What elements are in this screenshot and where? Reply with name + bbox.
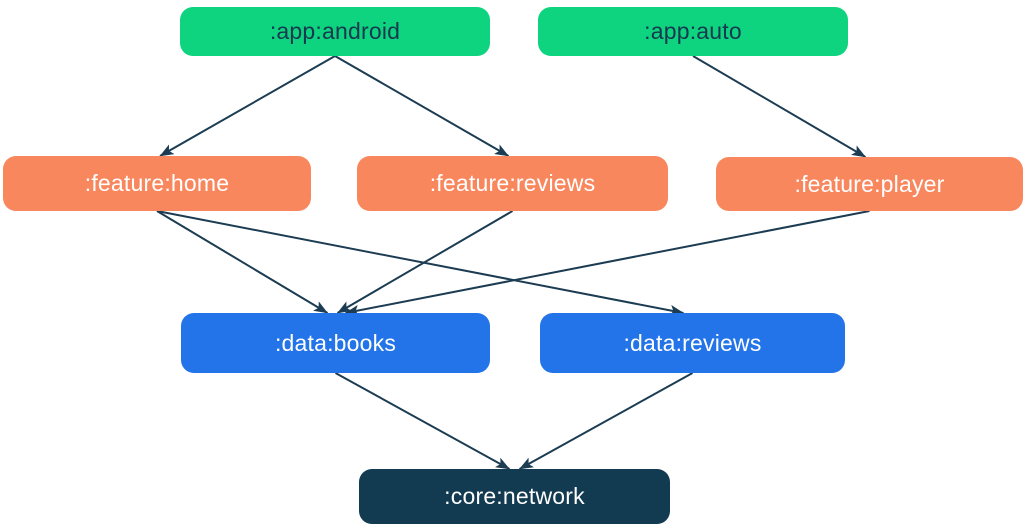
node-label: :data:reviews (623, 329, 762, 356)
node-data-books: :data:books (181, 313, 490, 373)
node-feature-player: :feature:player (716, 157, 1023, 211)
node-label: :core:network (444, 483, 585, 509)
dependency-edge-app-android-to-feature-reviews (334, 55, 509, 157)
node-feature-reviews: :feature:reviews (357, 156, 668, 211)
node-label: :feature:reviews (429, 170, 596, 196)
dependency-edge-feature-reviews-to-data-books (336, 210, 514, 314)
node-app-android: :app:android (180, 7, 490, 56)
dependency-edge-app-android-to-feature-home (159, 55, 336, 157)
dependency-edge-data-reviews-to-core-network (519, 372, 693, 470)
dependency-edge-feature-home-to-data-reviews (156, 210, 684, 316)
dependency-edge-feature-player-to-data-books (345, 210, 870, 316)
node-label: :feature:home (84, 170, 230, 196)
dependency-edge-feature-home-to-data-books (156, 210, 329, 314)
node-label: :app:auto (644, 18, 742, 44)
node-app-auto: :app:auto (538, 7, 848, 56)
dependency-edge-data-books-to-core-network (335, 372, 510, 470)
dependency-edge-app-auto-to-feature-player (692, 55, 867, 158)
node-label: :data:books (274, 329, 397, 356)
node-label: :app:android (269, 18, 401, 44)
node-feature-home: :feature:home (3, 156, 311, 211)
node-core-network: :core:network (359, 469, 670, 524)
node-label: :feature:player (794, 170, 945, 197)
node-data-reviews: :data:reviews (540, 313, 845, 373)
